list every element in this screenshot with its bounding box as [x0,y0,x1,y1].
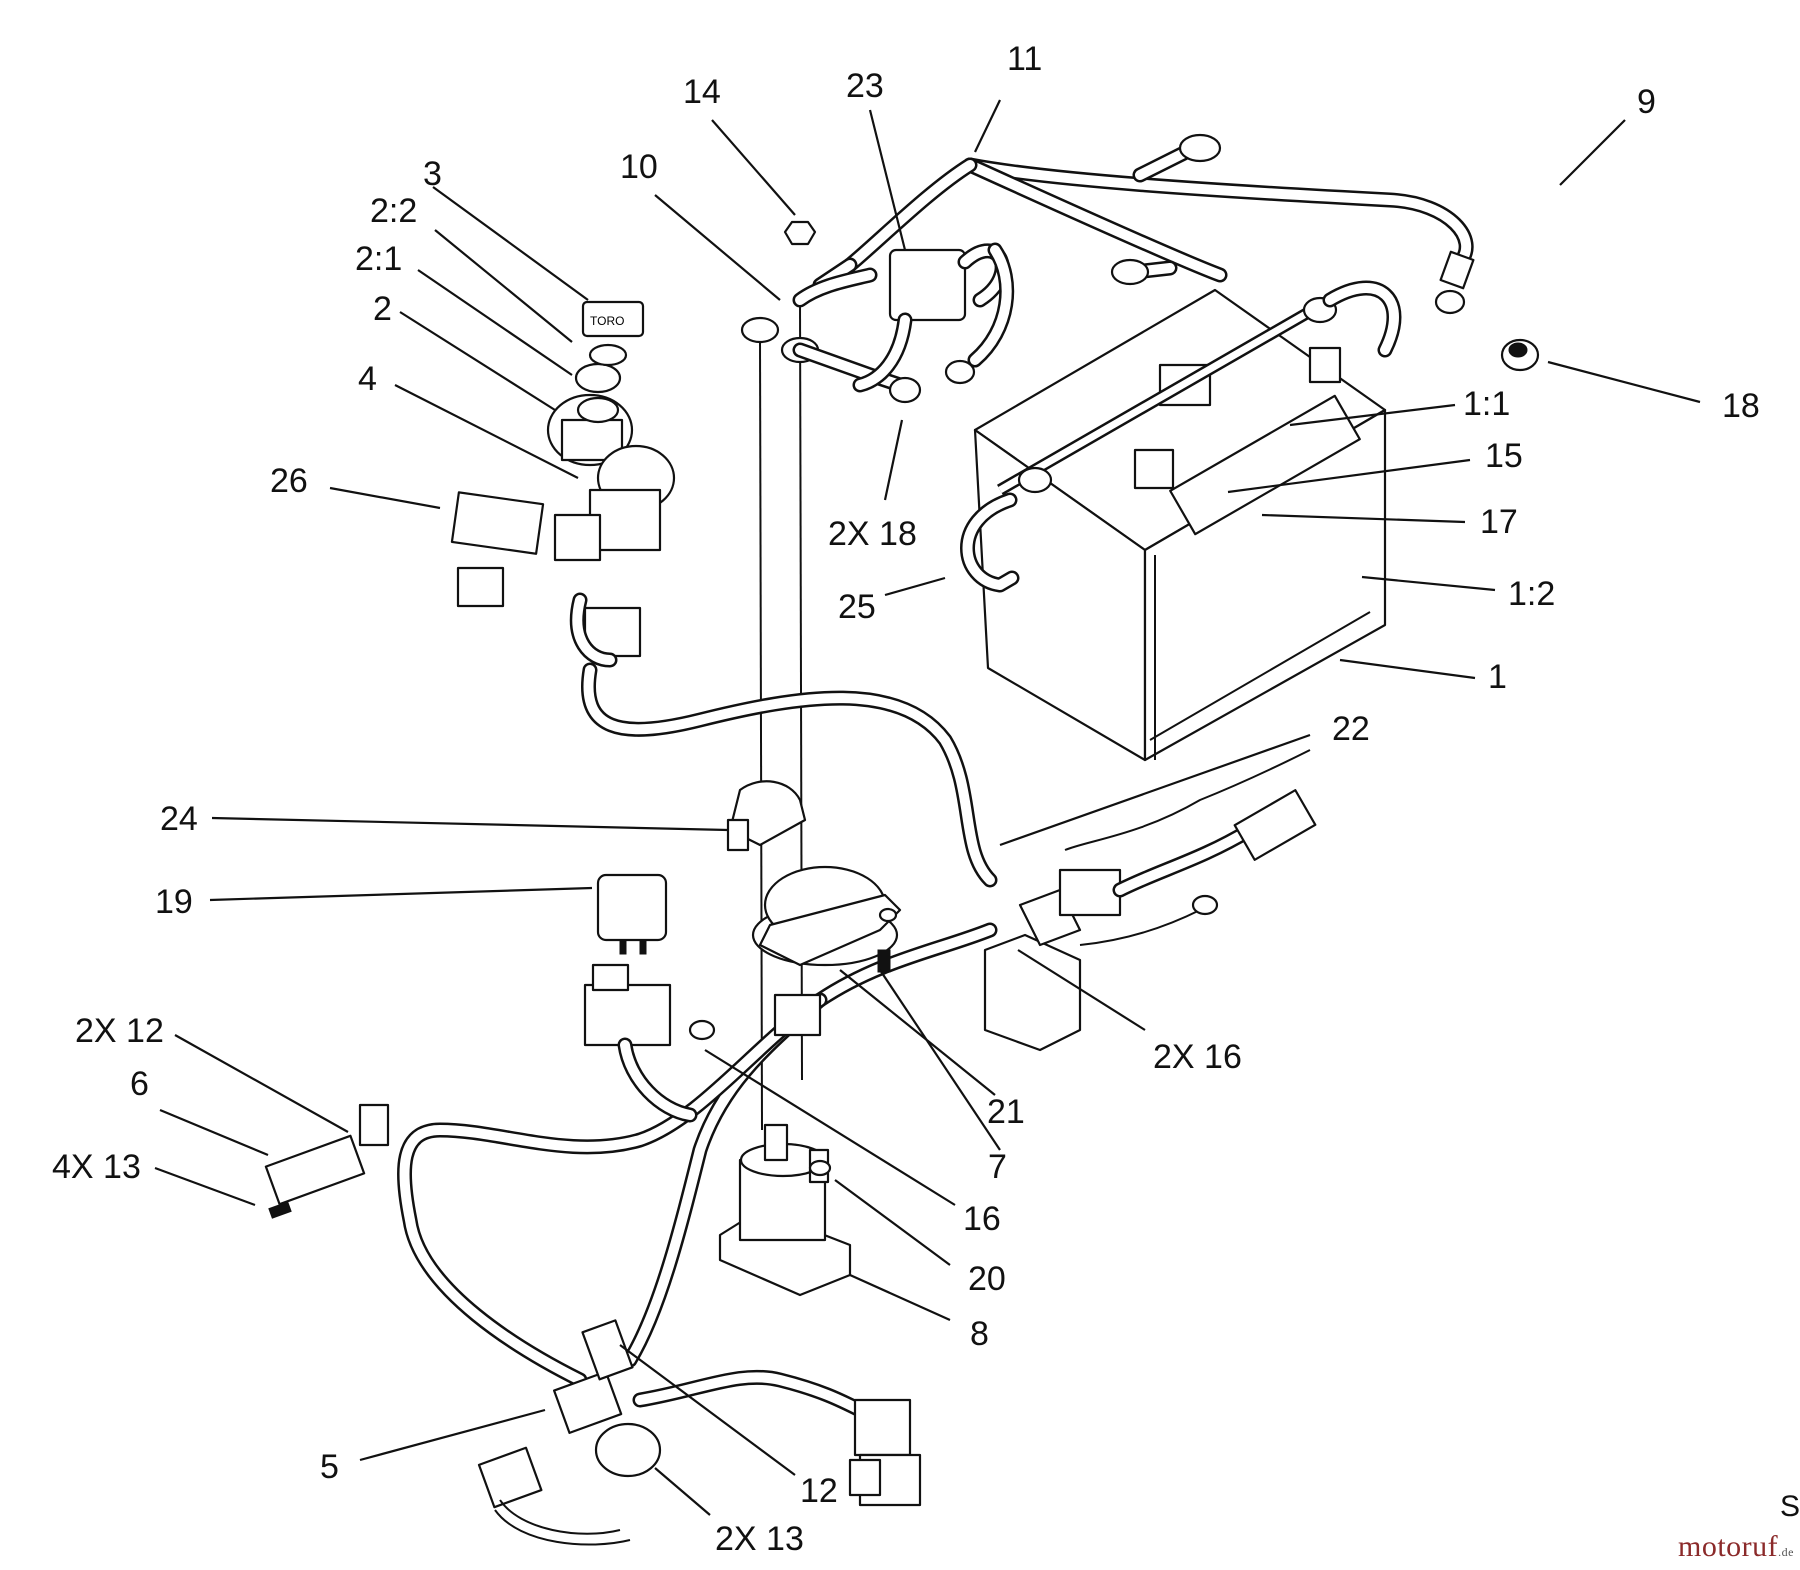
callout-15: 15 [1485,437,1523,475]
battery [973,288,1387,762]
callout-23: 23 [846,67,884,105]
starter-solenoid [718,1123,852,1297]
callout-1-2: 1:2 [1508,575,1555,613]
watermark-logo: motoruf.de [1678,1530,1794,1564]
callout-2-1: 2:1 [355,240,402,278]
hour-meter [751,865,902,967]
callout-4: 4 [358,360,377,398]
battery-hold-down-rod [960,280,1402,593]
callout-11: 11 [1007,40,1042,78]
callout-2x12: 2X 12 [75,1012,164,1050]
callout-24: 24 [160,800,198,838]
callout-18: 18 [1722,387,1760,425]
callout-20: 20 [968,1260,1006,1298]
relay [596,873,668,955]
callout-6: 6 [130,1065,149,1103]
ignition-switch: TORO [450,300,676,668]
main-harness [396,662,1311,1418]
callout-4x13: 4X 13 [52,1148,141,1186]
callout-labels: 11 9 14 23 10 3 2:2 2:1 2 4 26 18 1:1 15… [52,40,1760,1558]
callout-2x13: 2X 13 [715,1520,804,1558]
callout-8: 8 [970,1315,989,1353]
connector-block [583,963,698,1123]
small-connector [688,993,822,1041]
nut [1500,338,1540,372]
callout-21: 21 [987,1093,1025,1131]
watermark-text: motoruf [1678,1530,1779,1563]
corner-mark: S [1779,1490,1800,1523]
callout-19: 19 [155,883,193,921]
interlock-switch [477,1319,662,1546]
callout-14: 14 [683,73,721,111]
callout-1: 1 [1488,658,1507,696]
terminal-boot [726,780,807,852]
callout-2: 2 [373,290,392,328]
callout-5: 5 [320,1448,339,1486]
callout-25: 25 [838,588,876,626]
circuit-breaker [852,242,1015,393]
callout-1-1: 1:1 [1463,385,1510,423]
seat-switch [264,1103,390,1219]
callout-17: 17 [1480,503,1518,541]
callout-2x18: 2X 18 [828,515,917,553]
callout-7: 7 [988,1148,1007,1186]
callout-10: 10 [620,148,658,186]
key-brand-text: TORO [590,314,624,328]
callout-12: 12 [800,1472,838,1510]
callout-2x16: 2X 16 [1153,1038,1242,1076]
battery-cables [812,133,1475,315]
callout-9: 9 [1637,83,1656,121]
callout-16: 16 [963,1200,1001,1238]
fuse-block [983,789,1317,1052]
screw [877,949,891,973]
callout-3: 3 [423,155,442,193]
callout-26: 26 [270,462,308,500]
callout-22: 22 [1332,710,1370,748]
pto-switch-connector [848,1398,922,1507]
leader-lines [154,99,1701,1516]
callout-2-2: 2:2 [370,192,417,230]
watermark-suffix: .de [1778,1545,1794,1559]
